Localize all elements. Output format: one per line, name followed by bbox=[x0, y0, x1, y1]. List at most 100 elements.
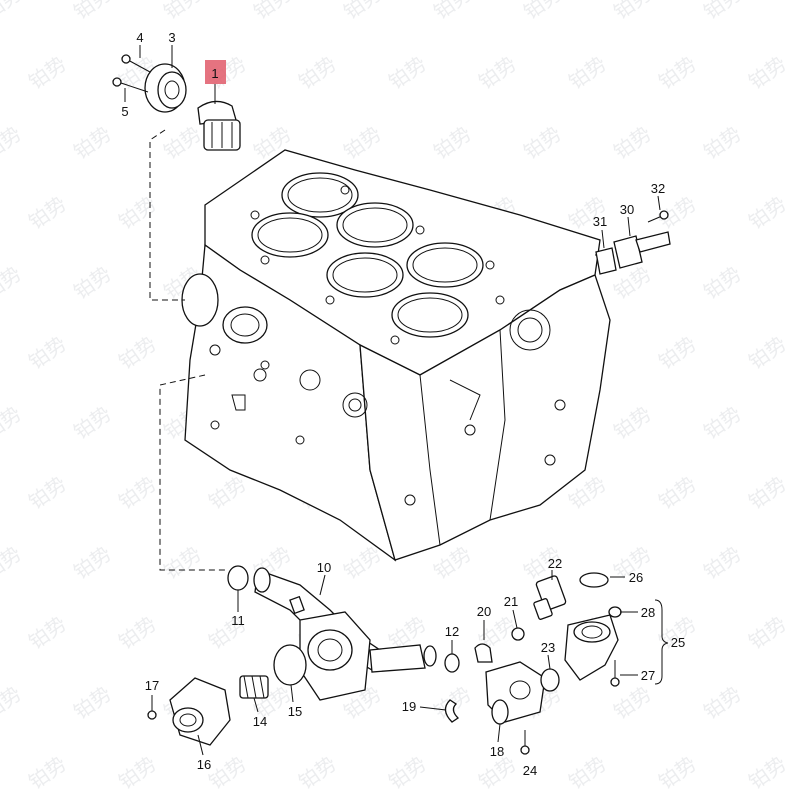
assembly-line-pipe bbox=[159, 374, 225, 571]
callout-20: 20 bbox=[477, 604, 491, 619]
watermark-text: 铂势 bbox=[699, 541, 746, 584]
watermark-text: 铂势 bbox=[159, 121, 206, 164]
watermark-text: 铂势 bbox=[114, 331, 161, 374]
watermark-text: 铂势 bbox=[384, 51, 431, 94]
watermark-text: 铂势 bbox=[699, 401, 746, 444]
watermark-text: 铂势 bbox=[159, 541, 206, 584]
watermark-text: 铂势 bbox=[429, 541, 476, 584]
watermark-text: 铂势 bbox=[744, 471, 791, 514]
watermark-text: 铂势 bbox=[0, 0, 26, 24]
o-ring-21 bbox=[511, 627, 525, 641]
temperature-sensor-22 bbox=[533, 575, 567, 620]
watermark-text: 铂势 bbox=[699, 121, 746, 164]
watermark-text: 铂势 bbox=[339, 121, 386, 164]
bolt-27 bbox=[610, 677, 620, 687]
watermark-text: 铂势 bbox=[0, 401, 26, 444]
bolt-17 bbox=[147, 695, 157, 720]
spring-element-14 bbox=[239, 675, 269, 699]
callout-30: 30 bbox=[620, 202, 634, 217]
watermark-text: 铂势 bbox=[159, 0, 206, 24]
watermark-text: 铂势 bbox=[699, 681, 746, 724]
watermark-text: 铂势 bbox=[69, 121, 116, 164]
callout-18: 18 bbox=[490, 744, 504, 759]
watermark-text: 铂势 bbox=[0, 541, 26, 584]
watermark-text: 铂势 bbox=[24, 751, 71, 794]
callout-25: 25 bbox=[671, 635, 685, 650]
callout-4: 4 bbox=[136, 30, 143, 45]
callout-26: 26 bbox=[629, 570, 643, 585]
callout-labels: 1 3 4 5 10 11 12 14 15 16 17 18 19 20 21… bbox=[121, 30, 685, 778]
callout-15: 15 bbox=[288, 704, 302, 719]
watermark-text: 铂势 bbox=[609, 0, 656, 24]
watermark-text: 铂势 bbox=[0, 121, 26, 164]
assembly-line-thermostat bbox=[149, 129, 185, 301]
watermark-text: 铂势 bbox=[114, 611, 161, 654]
highlight-box bbox=[205, 60, 226, 84]
callout-24: 24 bbox=[523, 763, 537, 778]
watermark-text: 铂势 bbox=[69, 401, 116, 444]
o-ring-11 bbox=[227, 565, 249, 591]
watermark-text: 铂势 bbox=[384, 751, 431, 794]
callout-32: 32 bbox=[651, 181, 665, 196]
callout-21: 21 bbox=[504, 594, 518, 609]
watermark-text: 铂势 bbox=[294, 751, 341, 794]
leader-lines bbox=[124, 45, 661, 756]
callout-28: 28 bbox=[641, 605, 655, 620]
watermark-text: 铂势 bbox=[699, 261, 746, 304]
callout-22: 22 bbox=[548, 556, 562, 571]
callout-14: 14 bbox=[253, 714, 267, 729]
watermark-text: 铂势 bbox=[744, 51, 791, 94]
watermark-text: 铂势 bbox=[114, 191, 161, 234]
callout-12: 12 bbox=[445, 624, 459, 639]
coolant-flange-assembly bbox=[595, 210, 671, 275]
callout-19: 19 bbox=[402, 699, 416, 714]
watermark-text: 铂势 bbox=[744, 751, 791, 794]
watermark-text: 铂势 bbox=[24, 471, 71, 514]
callout-16: 16 bbox=[197, 757, 211, 772]
watermark-text: 铂势 bbox=[0, 681, 26, 724]
watermark-text: 铂势 bbox=[69, 681, 116, 724]
circlip-19 bbox=[444, 699, 460, 723]
pump-housing bbox=[299, 611, 437, 701]
watermark-text: 铂势 bbox=[114, 471, 161, 514]
watermark-text: 铂势 bbox=[24, 331, 71, 374]
watermark-text: 铂势 bbox=[69, 261, 116, 304]
callout-31: 31 bbox=[593, 214, 607, 229]
watermark-text: 铂势 bbox=[744, 611, 791, 654]
seal-ring-15 bbox=[273, 644, 307, 686]
watermark-text: 铂势 bbox=[564, 51, 611, 94]
watermark-text: 铂势 bbox=[0, 261, 26, 304]
watermark-text: 铂势 bbox=[744, 191, 791, 234]
thermostat-cap-assembly bbox=[112, 54, 187, 113]
callout-1: 1 bbox=[211, 66, 218, 81]
watermark-text: 铂势 bbox=[609, 121, 656, 164]
o-ring-26 bbox=[579, 572, 609, 588]
watermark-text: 铂势 bbox=[654, 751, 701, 794]
watermark-text: 铂势 bbox=[249, 0, 296, 24]
watermark-text: 铂势 bbox=[654, 471, 701, 514]
watermark-text: 铂势 bbox=[609, 401, 656, 444]
watermark-text: 铂势 bbox=[24, 191, 71, 234]
callout-3: 3 bbox=[168, 30, 175, 45]
bolt-24 bbox=[520, 730, 530, 755]
watermark-text: 铂势 bbox=[204, 471, 251, 514]
watermark-text: 铂势 bbox=[69, 541, 116, 584]
callout-27: 27 bbox=[641, 668, 655, 683]
clip-20 bbox=[474, 643, 493, 663]
watermark-text: 铂势 bbox=[744, 331, 791, 374]
bracket-25 bbox=[654, 599, 669, 685]
callout-17: 17 bbox=[145, 678, 159, 693]
o-ring-23 bbox=[540, 668, 560, 692]
thermostat bbox=[197, 100, 241, 151]
callout-5: 5 bbox=[121, 104, 128, 119]
watermark-text: 铂势 bbox=[114, 751, 161, 794]
callout-10: 10 bbox=[317, 560, 331, 575]
watermark-text: 铂势 bbox=[654, 51, 701, 94]
watermark-text: 铂势 bbox=[339, 0, 386, 24]
callout-23: 23 bbox=[541, 640, 555, 655]
o-ring-12 bbox=[444, 653, 460, 673]
washer-28 bbox=[608, 606, 622, 618]
housing-16 bbox=[169, 677, 231, 746]
